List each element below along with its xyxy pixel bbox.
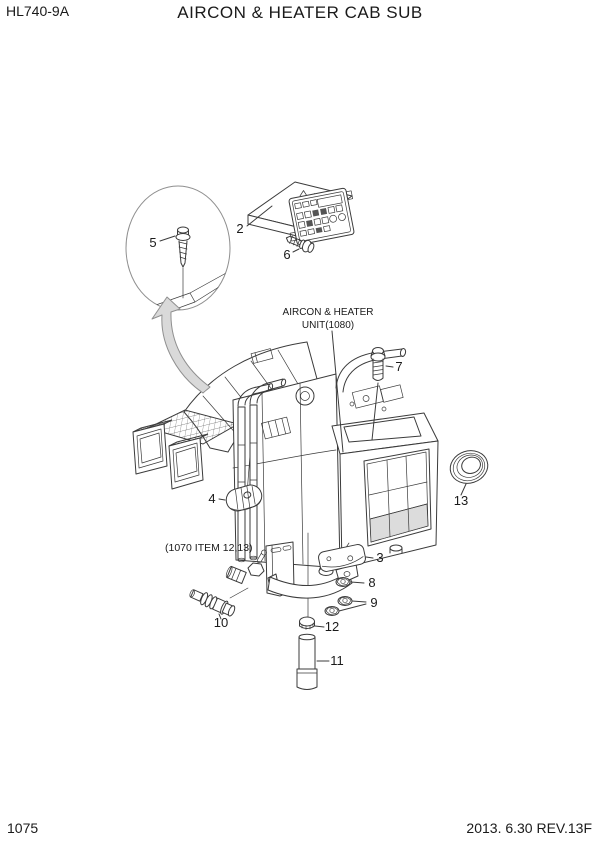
sensor-part-10	[189, 589, 236, 617]
callout-13: 13	[454, 493, 468, 508]
control-panel-part-2	[246, 181, 355, 246]
filter-box	[331, 412, 439, 569]
nuts-part-9	[324, 596, 353, 616]
revision-stamp: 2013. 6.30 REV.13F	[466, 820, 592, 836]
page-title: AIRCON & HEATER CAB SUB	[177, 3, 423, 22]
bolt-part-7	[370, 347, 386, 381]
reference-note: (1070 ITEM 12,13)	[165, 542, 253, 554]
callout-9: 9	[370, 595, 377, 610]
callout-8: 8	[368, 575, 375, 590]
heater-core-body	[232, 373, 341, 569]
bolt7-leader-down	[371, 382, 379, 441]
magnify-arrow	[151, 296, 211, 394]
callout-6: 6	[283, 247, 290, 262]
callout-numbers: 2 5 6 7 13 4 3 8 9 10 12 11	[149, 221, 468, 668]
sensor-axis-line	[229, 587, 249, 599]
heater-pipes	[237, 378, 287, 563]
panel-buttons	[294, 199, 346, 237]
unit-label-leader	[331, 330, 344, 453]
callout-2: 2	[236, 221, 243, 236]
page-number: 1075	[7, 820, 39, 836]
callout-7: 7	[395, 359, 402, 374]
plate-part-3	[318, 544, 366, 572]
callout6-leader	[292, 248, 300, 253]
grille-vents	[132, 409, 240, 490]
screw-part-5	[175, 226, 191, 299]
unit-label-line2: UNIT(1080)	[302, 320, 354, 331]
grommet-part-4	[225, 484, 263, 512]
callout2-leader	[246, 205, 273, 227]
callout-5: 5	[149, 235, 156, 250]
callout-3: 3	[376, 550, 383, 565]
model-code: HL740-9A	[6, 3, 70, 19]
callout-leaders	[218, 365, 467, 662]
callout5-leader	[159, 235, 176, 242]
unit-label-line1: AIRCON & HEATER	[283, 307, 374, 318]
nut-part-8	[335, 577, 351, 587]
callout-10: 10	[214, 615, 228, 630]
callout-11: 11	[330, 653, 344, 668]
valve-body	[225, 549, 267, 585]
cap-part-12	[299, 616, 315, 630]
screw-part-6	[285, 235, 315, 253]
inset-detail-circle	[125, 185, 231, 311]
tube-part-11	[296, 633, 318, 690]
callout-4: 4	[208, 491, 215, 506]
ring-part-13	[449, 450, 489, 484]
callout-12: 12	[325, 619, 339, 634]
